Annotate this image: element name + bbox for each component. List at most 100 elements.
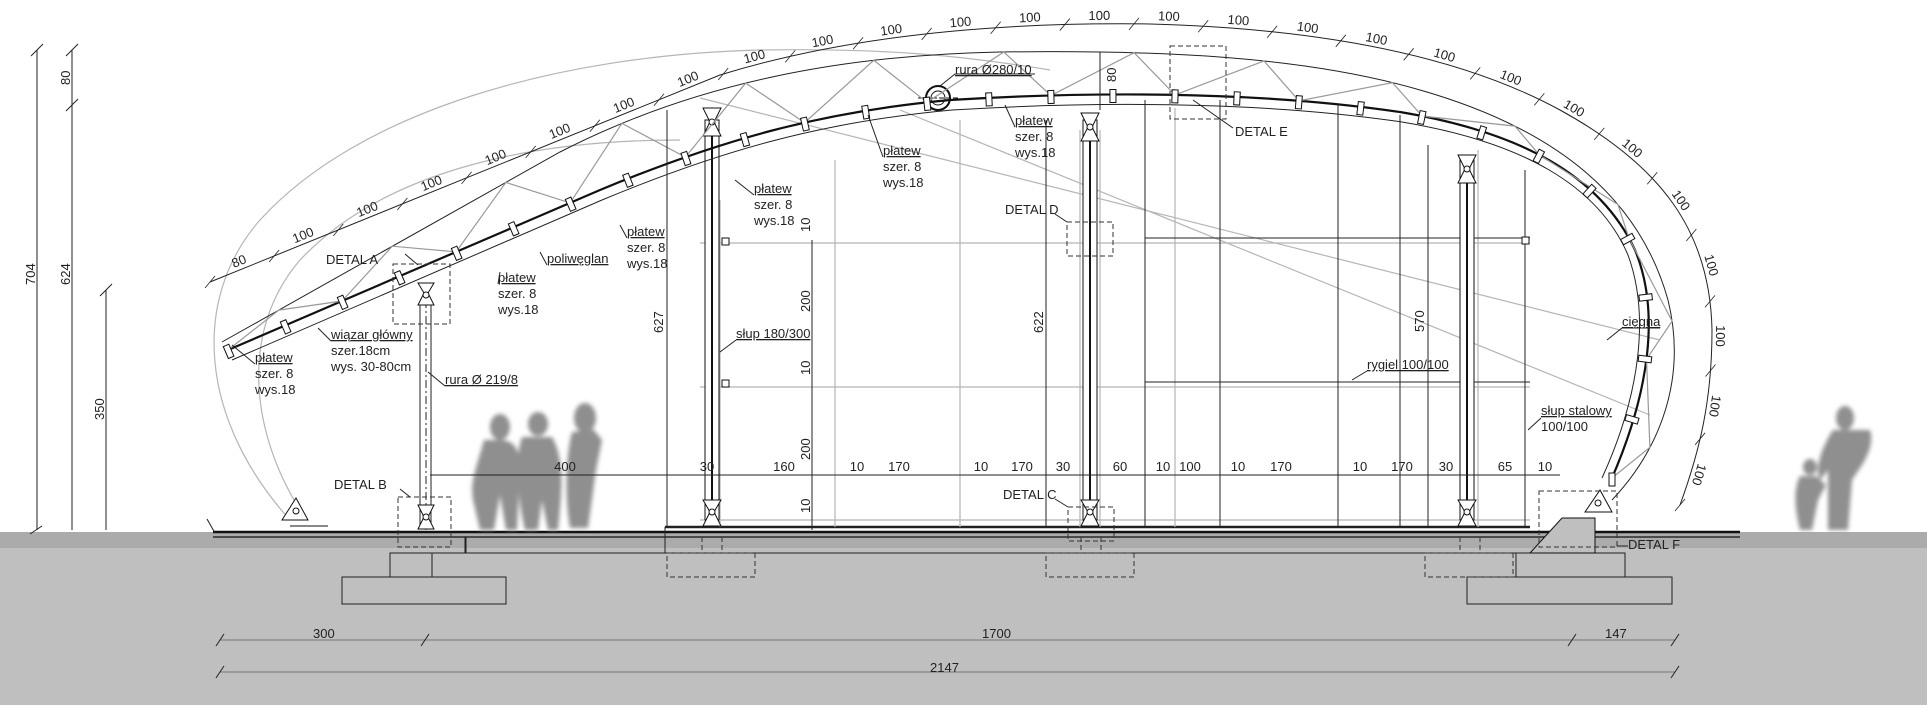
vchain-dim: 10 [798,218,813,232]
arc-dimension-label: 100 [810,32,834,51]
people-silhouettes [472,403,1872,530]
hchain-dim: 30 [700,459,714,474]
purlin [1171,89,1179,104]
note-label: płatew [255,350,293,365]
dimension-tick [852,36,864,50]
arc-dimension-label: 100 [1364,29,1388,48]
note-label: wiązar główny [330,327,413,342]
note-label: szer. 8 [627,240,665,255]
dimension-tick [1674,498,1686,512]
dim-624: 624 [58,263,73,285]
purlin [1047,89,1055,105]
purlin [680,150,692,167]
annotation-texts: DETAL A DETAL B DETAL C DETAL D DETAL E … [231,62,1680,552]
purlin [622,172,634,189]
arc-dimension-label: 100 [1689,462,1710,487]
hchain-dim: 170 [1270,459,1292,474]
column-slup-middle [1082,119,1098,521]
detail-b-label: DETAL B [334,477,387,492]
dashed-footings [666,537,1514,578]
person-silhouette [566,403,602,528]
arc-dimension-label: 100 [418,172,444,194]
dimension-tick [1593,127,1605,141]
dimension-tick [1469,67,1481,80]
hchain-dim: 170 [1011,459,1033,474]
dimension-tick [717,67,729,81]
dim-80: 80 [58,71,73,85]
leader-lines [231,73,1660,547]
polycarbonate-label: poliwęglan [547,251,608,266]
note-label: płatew [627,224,665,239]
purlin [564,196,577,213]
note-label: wys.18 [1014,145,1055,160]
hchain-dim: 30 [1056,459,1070,474]
vchain-dim: 200 [798,290,813,312]
dimension-tick [1704,295,1716,308]
dimension-texts: 704 80 624 350 627 622 570 80 10 200 10 … [23,68,1627,675]
note-label: szer. 8 [754,197,792,212]
purlin [507,220,520,237]
hchain-dim: 30 [1439,459,1453,474]
person-silhouette [472,414,520,530]
dim-570: 570 [1412,310,1427,332]
purlin [1294,95,1303,110]
detail-f-box [1538,490,1618,548]
hchain-dim: 100 [1179,459,1201,474]
right-footing [1466,576,1673,605]
rail-label: rygiel 100/100 [1367,357,1449,372]
detail-e-box [1169,45,1227,120]
purlin-note: płatew szer. 8 wys.18 [497,270,538,317]
purlin [1638,293,1654,302]
dimension-tick [1266,25,1278,38]
note-label: szer. 8 [1015,129,1053,144]
dimension-tick [461,171,472,185]
arc-dimension-label: 100 [1713,325,1728,347]
dim-147: 147 [1605,626,1627,641]
note-label: wys.18 [882,175,923,190]
hchain-dim: 160 [773,459,795,474]
detail-a-box [392,263,451,325]
purlin [1109,88,1117,103]
dimension-tick [653,93,665,107]
purlin-note: płatew szer. 8 wys.18 [882,143,923,190]
note-label: płatew [883,143,921,158]
foundations [341,517,1673,605]
purlin [1233,91,1241,106]
arc-dimension-label: 100 [1158,8,1180,24]
hchain-dim: 10 [850,459,864,474]
purlin-note: płatew szer. 8 wys.18 [1014,113,1055,160]
purlin [1416,109,1427,126]
dimension-tick [397,197,408,211]
dimension-tick [1705,364,1716,377]
tension-rods-label: cięgna [1622,314,1661,329]
purlin [1624,413,1640,425]
note-label: wys.18 [626,256,667,271]
dimension-tick [1128,17,1140,31]
purlin [799,116,810,132]
purlin [336,294,349,311]
note-label: wys.18 [753,213,794,228]
dimension-tick [1694,432,1706,446]
arc-dimension-label: 100 [611,94,637,116]
detail-d-label: DETAL D [1005,202,1058,217]
purlin-note: płatew szer. 8 wys.18 [254,350,295,397]
dim-704: 704 [23,263,38,285]
purlin [1619,232,1636,246]
dimension-tick [525,145,537,159]
ground-section [0,532,1927,705]
hchain-dim: 400 [554,459,576,474]
arc-dimension-label: 100 [547,120,573,142]
purlin [922,96,932,112]
left-footing [341,576,507,605]
dimension-lines [29,43,1680,679]
dim-1700: 1700 [982,626,1011,641]
envelope-arc-inner [258,139,681,511]
purlin [1476,125,1488,141]
column-slup-180-300-left [704,119,730,521]
envelope-arc-outer [213,49,1051,521]
vchain-dim: 10 [798,499,813,513]
dim-2147: 2147 [930,660,959,675]
